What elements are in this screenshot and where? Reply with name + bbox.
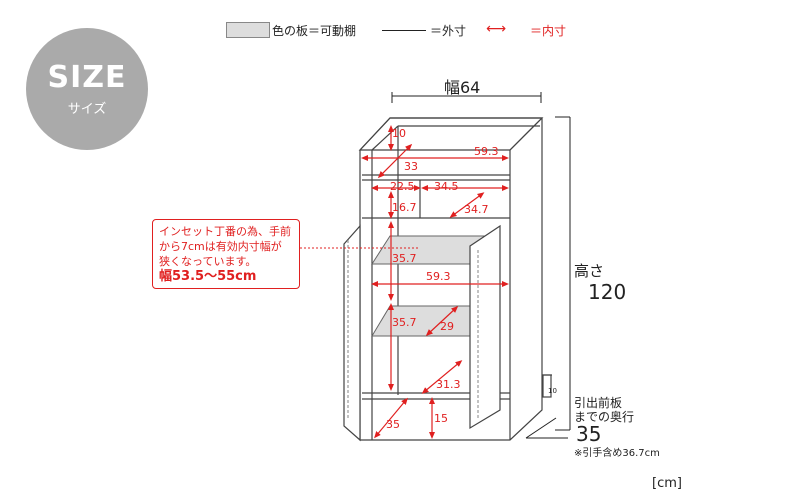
depth-value: 35 xyxy=(576,422,602,446)
callout-line1: インセット丁番の為、手前 xyxy=(159,225,291,238)
dim-mid-width: 59.3 xyxy=(426,270,451,283)
dim-left-height: 16.7 xyxy=(392,201,417,214)
callout-line3: 狭くなっています。 xyxy=(159,255,257,268)
size-badge: SIZE サイズ xyxy=(26,28,148,150)
height-value: 120 xyxy=(588,280,627,304)
depth-dimension-line xyxy=(525,417,568,439)
dim-right-width: 34.5 xyxy=(434,180,459,193)
dim-side-small: 10 xyxy=(548,387,557,395)
width-label: 幅64 xyxy=(444,78,481,97)
cabinet-outline xyxy=(358,117,552,441)
dim-mid-depth: 29 xyxy=(440,320,454,333)
depth-label-line2: までの奥行 xyxy=(574,410,635,424)
hinge-note-callout: インセット丁番の為、手前 から7cmは有効内寸幅が 狭くなっています。 幅53.… xyxy=(152,219,300,289)
open-door-left xyxy=(343,224,361,442)
dim-mid-height-1: 35.7 xyxy=(392,252,417,265)
dim-shelf-width: 59.3 xyxy=(474,145,499,158)
dim-mid-height-2: 35.7 xyxy=(392,316,417,329)
depth-note: ※引手含め36.7cm xyxy=(574,448,660,459)
dim-top-gap: 10 xyxy=(392,127,406,140)
legend-outer-line xyxy=(382,30,426,31)
legend-inner-label: ＝内寸 xyxy=(530,24,567,38)
dim-left-width: 22.5 xyxy=(390,180,415,193)
height-dimension-line xyxy=(555,116,571,431)
callout-line2: から7cmは有効内寸幅が xyxy=(159,240,282,253)
open-door-right xyxy=(469,224,501,430)
legend-shelf-label: 色の板＝可動棚 xyxy=(272,24,357,38)
dim-low-depth: 31.3 xyxy=(436,378,461,391)
dim-top-depth: 33 xyxy=(404,160,418,173)
depth-label-line1: 引出前板 xyxy=(574,396,623,410)
legend-inner-arrow: ⟷ xyxy=(486,21,507,37)
size-subtitle: サイズ xyxy=(67,102,107,117)
inner-dimension-arrows xyxy=(361,125,509,439)
dim-base-depth: 35 xyxy=(386,418,400,431)
unit-label: [cm] xyxy=(652,476,682,491)
callout-line4: 幅53.5〜55cm xyxy=(159,269,257,284)
legend-shelf-swatch xyxy=(226,22,270,38)
dim-right-depth: 34.7 xyxy=(464,203,489,216)
legend-outer-label: ＝外寸 xyxy=(430,24,467,38)
size-title: SIZE xyxy=(47,60,127,95)
dim-base-height: 15 xyxy=(434,412,448,425)
width-dimension-line xyxy=(391,92,542,103)
height-label: 高さ xyxy=(574,262,605,280)
